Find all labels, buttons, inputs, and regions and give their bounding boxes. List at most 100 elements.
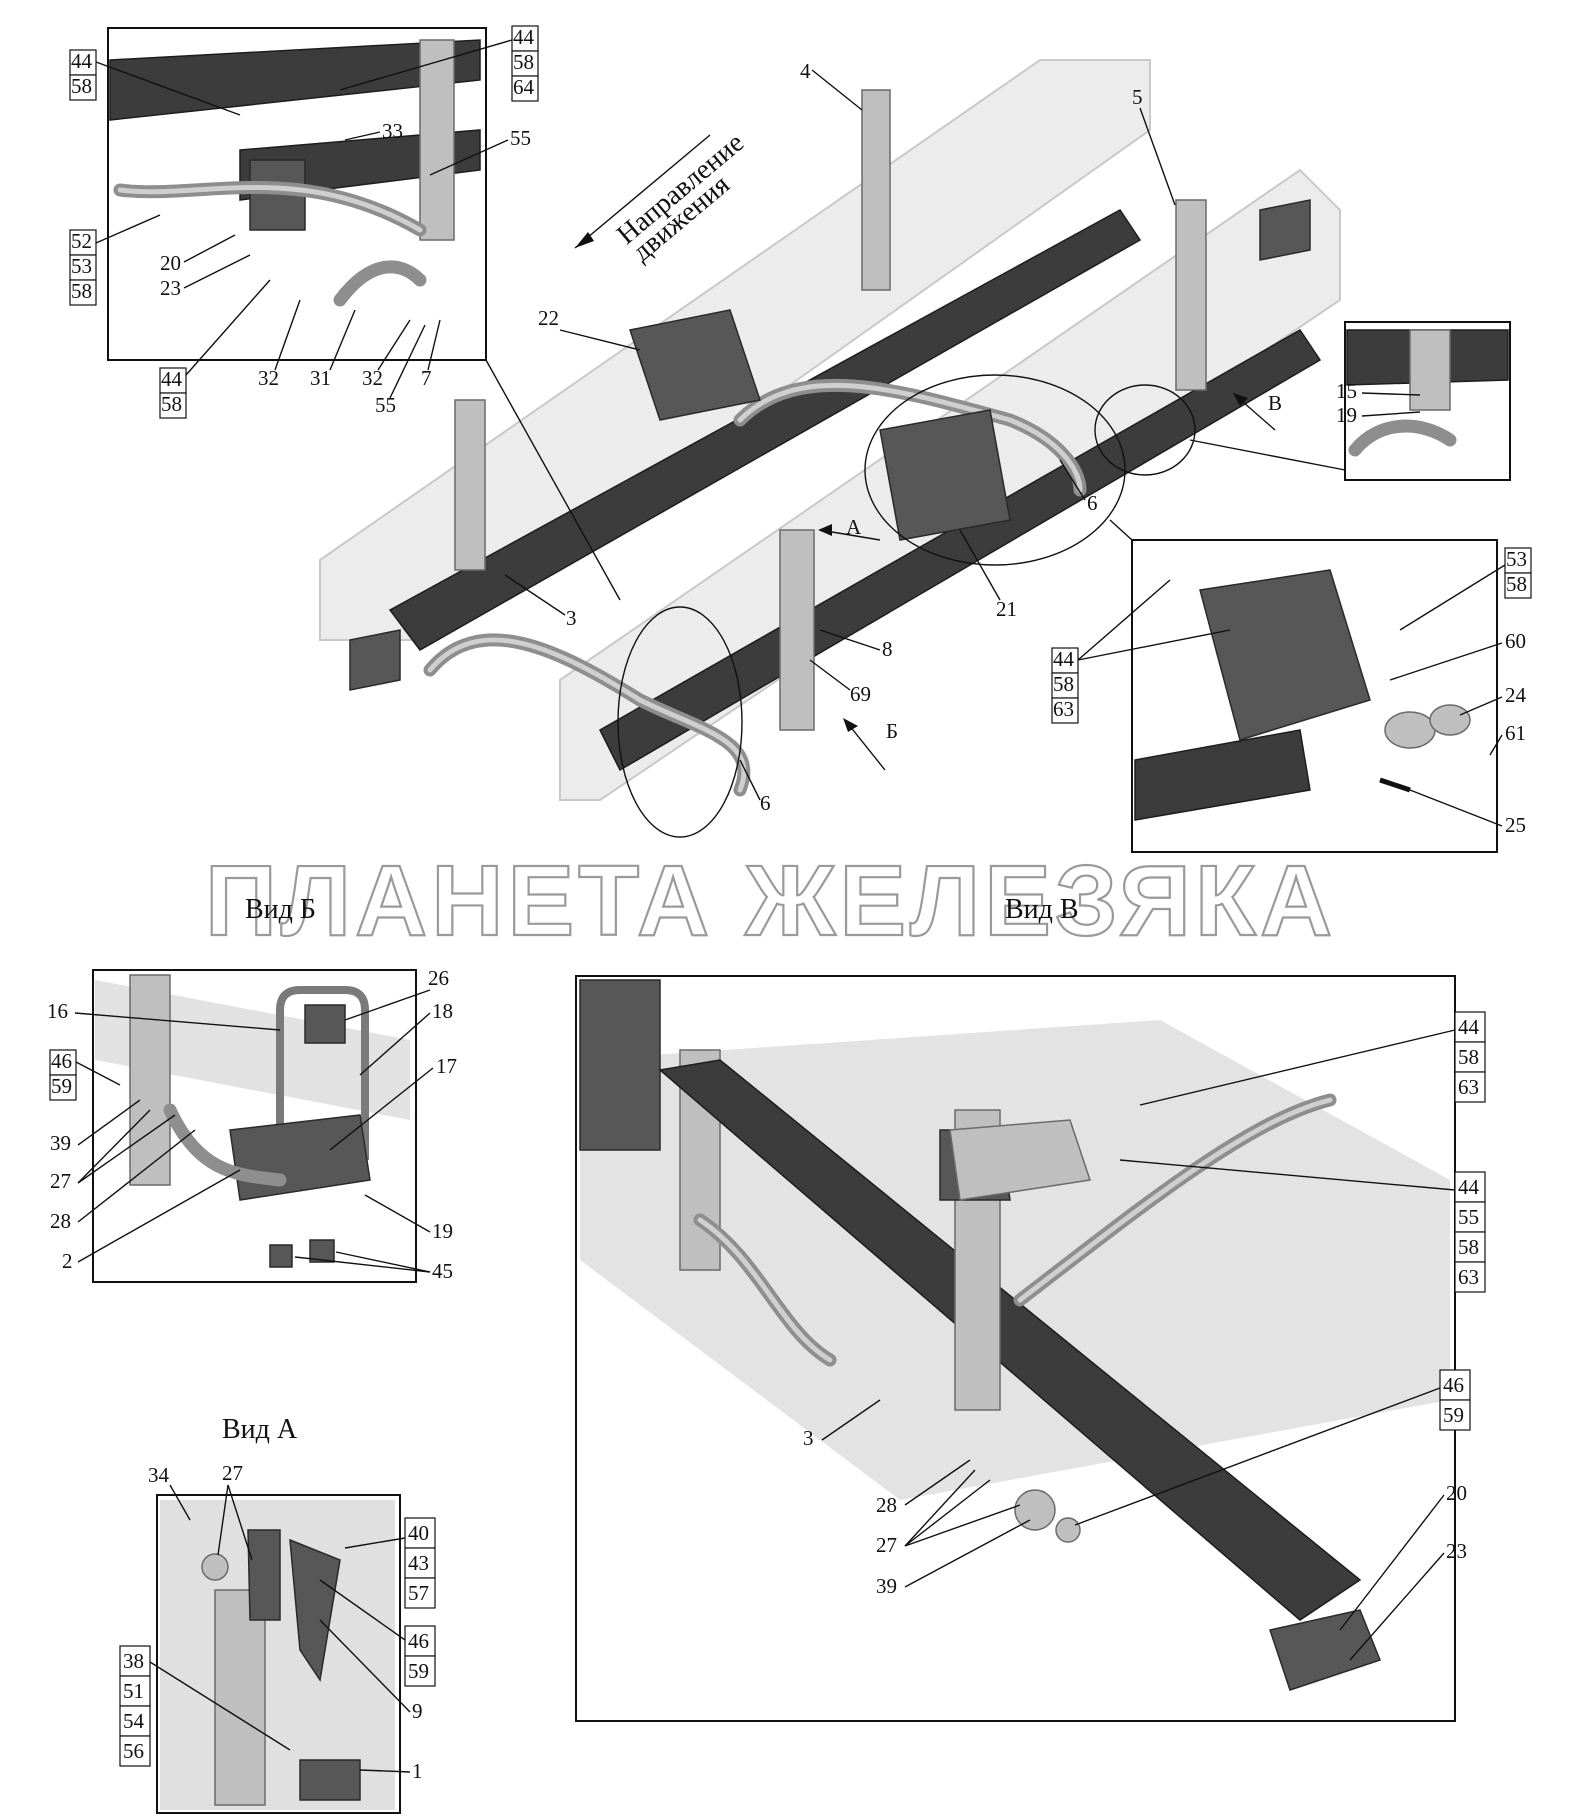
callout-61: 61 [1505,721,1526,745]
callout-58-mr: 58 [1053,672,1074,696]
callout-54: 54 [123,1709,145,1733]
callout-17: 17 [436,1054,457,1078]
callout-55-v2: 55 [1458,1205,1479,1229]
view-b-title: Вид Б [245,894,316,925]
callout-53-mr: 53 [1506,547,1527,571]
detail-circle-b [617,606,743,838]
callout-44-tr: 44 [513,25,535,49]
callout-27-b: 27 [50,1169,71,1193]
callout-16: 16 [47,999,68,1023]
shock-absorber-3 [454,399,486,571]
callout-7: 7 [421,366,432,390]
callout-2: 2 [62,1249,73,1273]
callout-26: 26 [428,966,449,990]
callout-58-tr: 58 [513,50,534,74]
callout-32-right: 32 [362,366,383,390]
callout-44-v2: 44 [1458,1175,1480,1199]
callout-39-v: 39 [876,1574,897,1598]
callout-22: 22 [538,306,559,330]
callout-63-mr: 63 [1053,697,1074,721]
callout-34: 34 [148,1463,170,1487]
callout-55-top: 55 [510,126,531,150]
spring-pad-right [1259,199,1311,261]
view-marker-v: В [1268,391,1282,415]
view-a-title: Вид А [222,1414,298,1445]
view-v-panel: 44 58 63 44 55 58 63 46 59 20 23 3 28 27… [575,975,1486,1722]
callout-6-lower: 6 [760,791,771,815]
callout-58-b: 58 [161,392,182,416]
inset-top-left: 44 58 44 58 64 52 53 58 44 58 33 55 20 2… [69,25,621,601]
callout-63-v1: 63 [1458,1075,1479,1099]
callout-58-mr-2: 58 [1506,572,1527,596]
view-marker-a: А [846,515,862,539]
callout-43: 43 [408,1551,429,1575]
callout-59-b: 59 [51,1074,72,1098]
callout-33: 33 [382,119,403,143]
callout-58-v2: 58 [1458,1235,1479,1259]
view-b-panel: 26 16 18 17 46 59 39 27 28 2 19 45 [47,966,457,1283]
callout-53: 53 [71,254,92,278]
callout-6-upper: 6 [1087,491,1098,515]
callout-4: 4 [800,59,811,83]
callout-27-a: 27 [222,1461,243,1485]
callout-58-tl: 58 [71,74,92,98]
callout-46-v: 46 [1443,1373,1464,1397]
callout-20-inset: 20 [160,251,181,275]
callout-9: 9 [412,1699,423,1723]
callout-52: 52 [71,229,92,253]
callout-27-v: 27 [876,1533,897,1557]
callout-56: 56 [123,1739,144,1763]
inset-mid-right: 44 58 63 53 58 60 24 61 25 [1051,519,1532,853]
callout-31: 31 [310,366,331,390]
spring-pad-left [349,629,401,691]
callout-46-a: 46 [408,1629,429,1653]
callout-58-v1: 58 [1458,1045,1479,1069]
bracket-22 [629,309,761,421]
callout-59-v: 59 [1443,1403,1464,1427]
callout-3: 3 [566,606,577,630]
callout-3-v: 3 [803,1426,814,1450]
main-assembly: Направление движения А Б В 4 5 22 6 6 21… [319,59,1341,838]
detail-circle-a [864,374,1126,566]
bracket-21 [879,409,1011,541]
callout-60: 60 [1505,629,1526,653]
callout-15: 15 [1336,379,1357,403]
callout-23-v: 23 [1446,1539,1467,1563]
callout-69: 69 [850,682,871,706]
callout-40: 40 [408,1521,429,1545]
leaf-spring-left [388,209,1142,651]
callout-44-tl: 44 [71,49,93,73]
detail-circle-v [1094,384,1196,476]
callout-1: 1 [412,1759,423,1783]
shock-absorber-69 [779,529,815,731]
callout-38: 38 [123,1649,144,1673]
callout-64-tr: 64 [513,75,535,99]
callout-51: 51 [123,1679,144,1703]
main-callouts: 4 5 22 6 6 21 3 8 69 [504,59,1176,815]
callout-57: 57 [408,1581,429,1605]
inset-right-small: 15 19 [1189,321,1511,481]
callout-18: 18 [432,999,453,1023]
callout-45: 45 [432,1259,453,1283]
watermark: ПЛАНЕТА ЖЕЛЕЗЯКА [205,845,1336,957]
callout-58-bl: 58 [71,279,92,303]
callout-46-b: 46 [51,1049,72,1073]
callout-39-b: 39 [50,1131,71,1155]
callout-44-mr: 44 [1053,647,1075,671]
callout-19-b: 19 [432,1219,453,1243]
callout-28-v: 28 [876,1493,897,1517]
callout-5: 5 [1132,85,1143,109]
callout-28-b: 28 [50,1209,71,1233]
callout-23-inset: 23 [160,276,181,300]
view-v-title: Вид В [1005,894,1079,925]
callout-8: 8 [882,637,893,661]
callout-19-right: 19 [1336,403,1357,427]
callout-63-v2: 63 [1458,1265,1479,1289]
callout-20-v: 20 [1446,1481,1467,1505]
callout-55-bottom: 55 [375,393,396,417]
callout-44-v1: 44 [1458,1015,1480,1039]
shock-absorber-5 [1175,199,1207,391]
view-a-panel: 34 27 40 43 57 46 59 38 51 54 56 9 1 [119,1461,436,1814]
callout-44-b: 44 [161,367,183,391]
